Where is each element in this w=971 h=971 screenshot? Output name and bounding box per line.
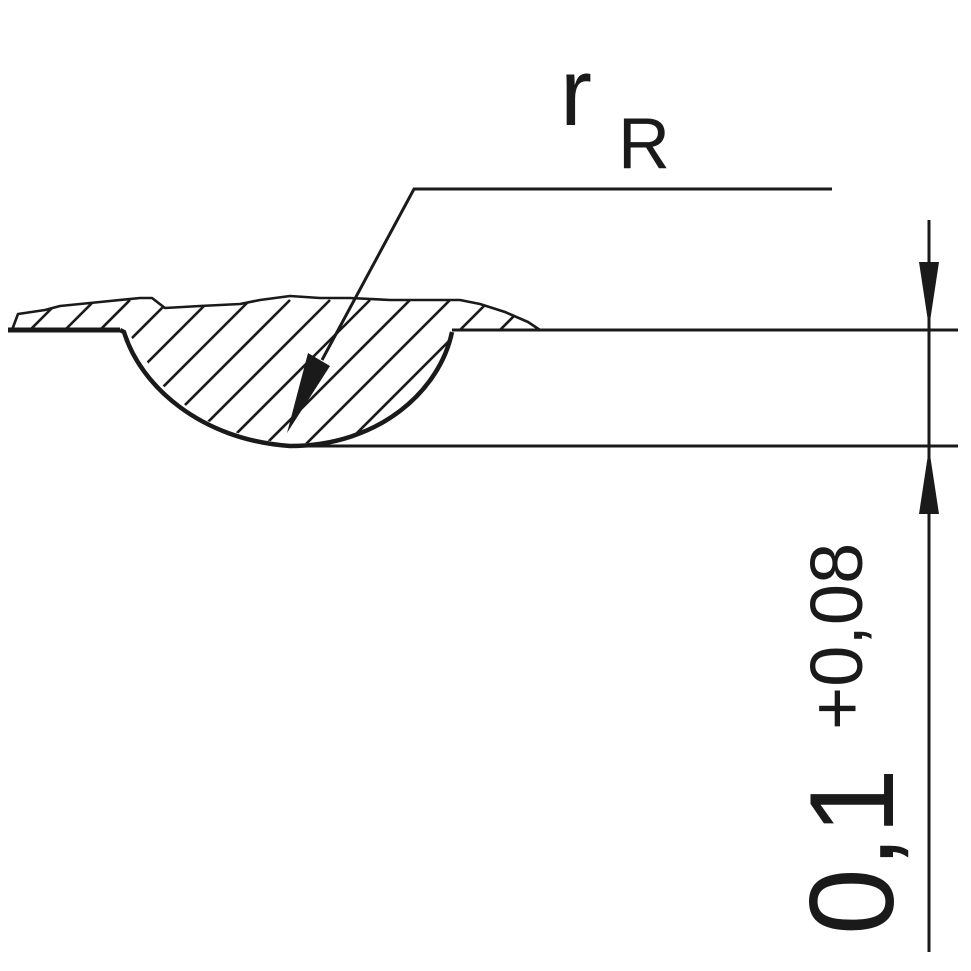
radius-label: r (560, 39, 592, 146)
leader-arrowhead-icon (287, 353, 330, 433)
section-hatch (12, 299, 540, 444)
dimension-line (919, 220, 939, 952)
extension-lines (290, 328, 958, 448)
dimension-nominal: 0,1 (785, 768, 919, 935)
radius-leader (287, 187, 832, 433)
weld-outline (8, 294, 541, 449)
radius-subscript: R (618, 104, 670, 184)
dimension-tolerance: +0,08 (795, 543, 878, 730)
arrow-down-icon (919, 262, 939, 328)
arrow-up-icon (919, 448, 939, 514)
